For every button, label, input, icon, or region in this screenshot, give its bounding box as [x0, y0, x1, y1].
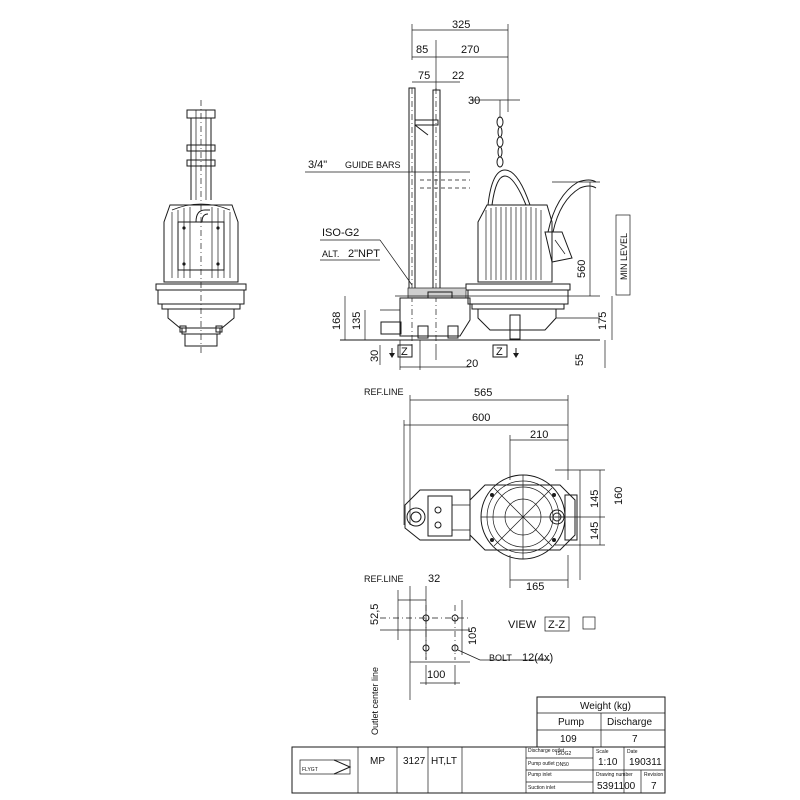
npt-label: 2"NPT	[348, 248, 380, 260]
title-block: FLYGT MP 3127 HT,LT Discharge outlet ISO…	[291, 746, 666, 794]
weight-table-title: Weight (kg)	[580, 701, 631, 712]
pump-side-view-main	[305, 24, 631, 370]
dim-85: 85	[416, 44, 428, 56]
dim-32: 32	[428, 573, 440, 585]
guide-size-label: 3/4"	[308, 159, 327, 171]
title-variant: HT,LT	[431, 756, 457, 767]
title-type: MP	[370, 756, 385, 767]
dim-145-b: 145	[589, 522, 601, 540]
dim-52-5: 52,5	[369, 604, 381, 625]
dim-30-top: 30	[468, 95, 480, 107]
iso-g2-label: ISO-G2	[322, 227, 359, 239]
alt-label: ALT.	[322, 249, 339, 259]
dim-22: 22	[452, 70, 464, 82]
title-model: 3127	[403, 756, 426, 767]
company-logo: FLYGT	[302, 767, 318, 773]
weight-pump-value: 109	[560, 734, 577, 745]
pump-outlet-label: Pump outlet	[528, 761, 555, 767]
pump-top-view	[403, 395, 605, 588]
pump-inlet-label: Pump inlet	[528, 772, 552, 778]
view-z-z-label: Z-Z	[548, 619, 565, 631]
pump-outlet-value: DN50	[556, 762, 569, 768]
date-value: 190311	[629, 757, 662, 768]
z-marker-left: Z	[401, 346, 408, 358]
view-z-z	[380, 586, 596, 700]
revision-value: 7	[651, 781, 657, 792]
dim-560: 560	[576, 260, 588, 278]
dim-270: 270	[461, 44, 479, 56]
dim-135: 135	[351, 312, 363, 330]
discharge-outlet-value: ISOG2	[556, 751, 572, 757]
dim-20: 20	[466, 358, 478, 370]
z-marker-right: Z	[496, 346, 503, 358]
revision-label: Revision	[644, 772, 663, 778]
dim-325: 325	[452, 19, 470, 31]
weight-col-pump: Pump	[558, 717, 585, 728]
dim-565: 565	[474, 387, 492, 399]
dim-75: 75	[418, 70, 430, 82]
dim-145-a: 145	[589, 490, 601, 508]
scale-value: 1:10	[598, 757, 618, 768]
dim-210: 210	[530, 429, 548, 441]
weight-table: Weight (kg) Pump Discharge 109 7	[536, 696, 666, 748]
weight-col-discharge: Discharge	[607, 717, 652, 728]
weight-discharge-value: 7	[632, 734, 638, 745]
suction-inlet-label: Suction inlet	[528, 785, 556, 791]
dim-600: 600	[472, 412, 490, 424]
scale-label: Scale	[596, 749, 609, 755]
dim-105: 105	[467, 627, 479, 645]
bolt-label: BOLT	[489, 653, 512, 663]
ref-line-label-1: REF.LINE	[364, 387, 404, 397]
date-label: Date	[627, 749, 638, 755]
drawing-number-value: 5391100	[597, 781, 636, 792]
pump-side-view-left	[155, 100, 247, 355]
dim-175: 175	[597, 312, 609, 330]
dim-100: 100	[427, 669, 445, 681]
dim-55: 55	[574, 354, 586, 366]
view-label: VIEW	[508, 619, 537, 631]
bolt-spec-label: 12(4x)	[522, 652, 553, 664]
drawing-number-label: Drawing number	[596, 772, 633, 778]
discharge-outlet-label: Discharge outlet	[528, 748, 565, 754]
guide-bars-label: GUIDE BARS	[345, 160, 401, 170]
dim-168: 168	[331, 312, 343, 330]
ref-line-label-2: REF.LINE	[364, 574, 404, 584]
dim-165: 165	[526, 581, 544, 593]
outlet-center-line-label: Outlet center line	[370, 667, 380, 735]
dimension-labels: 325 85 270 75 22 30 3/4" GUIDE BARS ISO-…	[308, 19, 629, 735]
dim-160: 160	[613, 487, 625, 505]
dim-30: 30	[369, 350, 381, 362]
min-level-label: MIN LEVEL	[619, 233, 629, 280]
